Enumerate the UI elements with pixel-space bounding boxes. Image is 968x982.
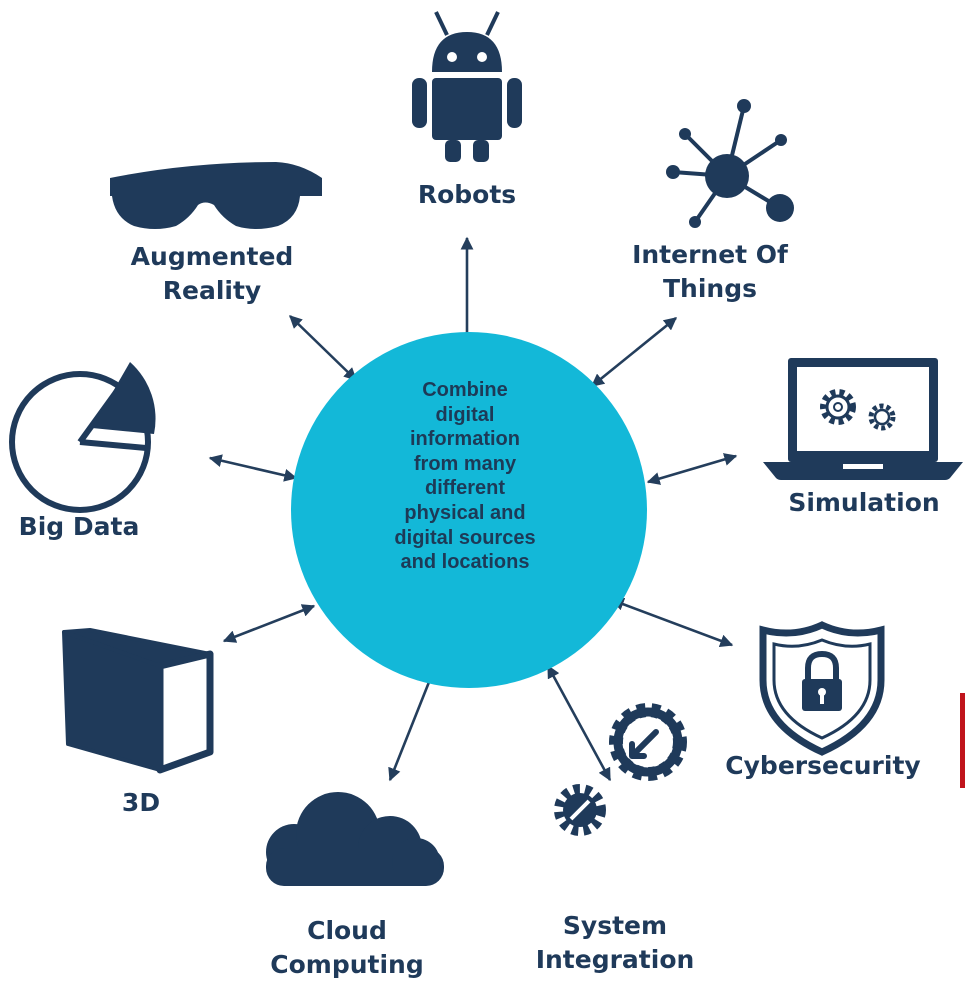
cube-icon [62, 628, 214, 774]
label-system-integration-line1: System [562, 911, 668, 940]
label-system-integration-line2: Integration [535, 945, 695, 974]
arrow-3d [222, 604, 316, 643]
center-line: Combine [422, 379, 508, 401]
arrow-iot [590, 316, 678, 388]
arrow-system-integration [546, 664, 612, 782]
center-line: from many [413, 452, 517, 475]
label-cybersecurity-line1: Cybersecurity [725, 751, 921, 780]
center-line: different [425, 477, 505, 500]
center-line: physical and [404, 501, 526, 524]
label-cloud-line2: Computing [270, 950, 424, 979]
laptop-gears-icon [763, 358, 963, 480]
label-iot-line1: Internet Of [632, 240, 788, 269]
label-ar: Augmented Reality [112, 240, 312, 308]
center-description: Combine digital information from many di… [340, 378, 590, 575]
accent-bar [960, 693, 965, 788]
robot-icon [412, 11, 522, 162]
center-circle [291, 332, 647, 688]
gears-icon [554, 703, 687, 836]
label-simulation: Simulation [776, 486, 952, 520]
network-icon [666, 99, 794, 228]
arrow-bigdata [208, 454, 298, 482]
ar-goggles-icon [110, 162, 322, 229]
label-cloud-line1: Cloud [307, 916, 387, 945]
label-3d: 3D [96, 786, 186, 820]
label-system-integration: System Integration [530, 909, 700, 977]
label-robots: Robots [397, 178, 537, 212]
label-cloud: Cloud Computing [262, 914, 432, 982]
arrow-cybersecurity [610, 598, 734, 647]
center-line: digital [435, 403, 495, 426]
cloud-icon [266, 792, 444, 886]
label-cybersecurity: Cybersecurity [720, 749, 926, 783]
pie-chart-icon [9, 362, 156, 513]
shield-lock-icon [759, 621, 885, 756]
arrow-simulation [646, 453, 738, 485]
center-line: and locations [400, 551, 530, 574]
label-iot-line2: Things [663, 274, 757, 303]
label-ar-line1: Augmented [130, 242, 294, 271]
label-iot: Internet Of Things [630, 238, 790, 306]
center-line: information [410, 428, 520, 451]
label-simulation-line1: Simulation [788, 488, 940, 517]
label-ar-line2: Reality [162, 276, 262, 305]
label-robots-line1: Robots [417, 180, 517, 209]
label-bigdata: Big Data [4, 510, 154, 544]
arrow-ar [289, 315, 357, 381]
center-line: digital sources [394, 526, 536, 549]
label-3d-line1: 3D [121, 788, 161, 817]
label-bigdata-line1: Big Data [18, 512, 140, 541]
